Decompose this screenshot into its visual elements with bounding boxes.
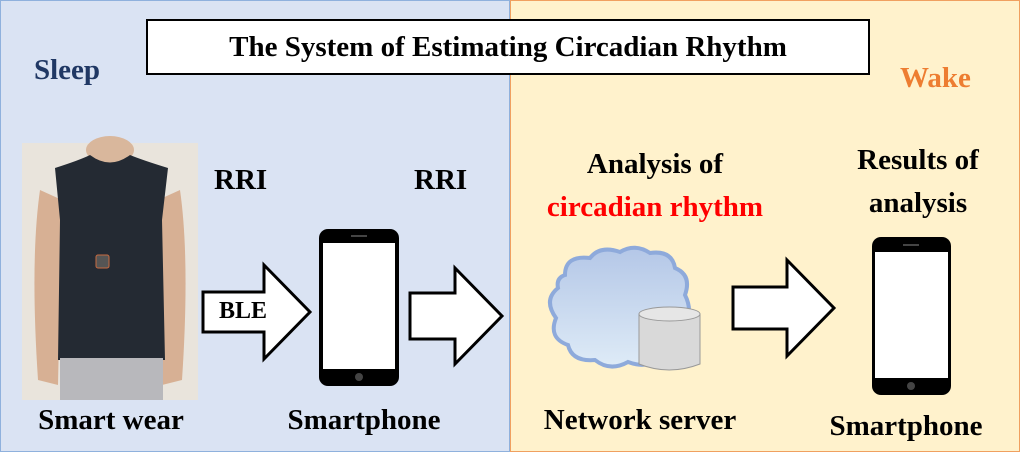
- smart-wear-photo: [22, 136, 198, 400]
- smartphone-icon: [872, 237, 951, 395]
- diagram-title: The System of Estimating Circadian Rhyth…: [146, 19, 870, 75]
- database-icon: [638, 306, 701, 371]
- results-label: Results of: [857, 144, 979, 176]
- ble-arrow-icon: [201, 261, 313, 363]
- smartphone-icon: [319, 229, 399, 386]
- smartphone-caption: Smartphone: [829, 410, 983, 442]
- arrow-right-icon: [731, 256, 837, 360]
- smart-wear-caption: Smart wear: [38, 404, 184, 436]
- arrow-right-icon: [408, 264, 505, 368]
- ble-label: BLE: [219, 298, 268, 324]
- rri-label: RRI: [214, 164, 268, 196]
- network-server-caption: Network server: [543, 404, 737, 436]
- results-label: analysis: [868, 187, 968, 219]
- wake-label: Wake: [900, 62, 971, 94]
- smartphone-caption: Smartphone: [287, 404, 441, 436]
- sleep-label: Sleep: [34, 54, 101, 86]
- circadian-rhythm-label: circadian rhythm: [546, 191, 764, 223]
- analysis-label: Analysis of: [586, 148, 724, 180]
- rri-label: RRI: [414, 164, 468, 196]
